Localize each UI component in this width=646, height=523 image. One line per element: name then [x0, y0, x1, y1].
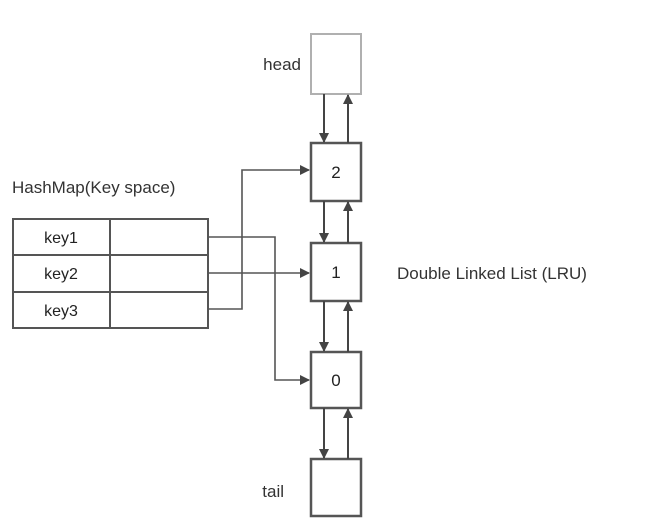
hashmap-key3: key3 [44, 303, 78, 320]
list-node-2-value: 2 [331, 163, 340, 182]
hashmap-key2: key2 [44, 266, 78, 283]
hashmap-key1: key1 [44, 230, 78, 247]
tail-label: tail [262, 482, 284, 501]
pointer-key1-to-node-0 [208, 236, 310, 385]
list-node-2 [309, 141, 363, 203]
head-label: head [263, 55, 301, 74]
list-node-0 [309, 350, 363, 410]
linked-list-title: Double Linked List (LRU) [397, 264, 587, 283]
list-node-0-value: 0 [331, 371, 340, 390]
list-links [319, 94, 353, 459]
hashmap-pointers [208, 165, 310, 385]
head-box [310, 33, 362, 95]
list-node-1-value: 1 [331, 263, 340, 282]
tail-box [309, 457, 363, 518]
list-node-1 [309, 241, 363, 303]
pointer-key3-to-node-2 [208, 165, 310, 310]
hashmap-title: HashMap(Key space) [12, 178, 175, 197]
hashmap-table: key1 key2 key3 [12, 218, 209, 329]
